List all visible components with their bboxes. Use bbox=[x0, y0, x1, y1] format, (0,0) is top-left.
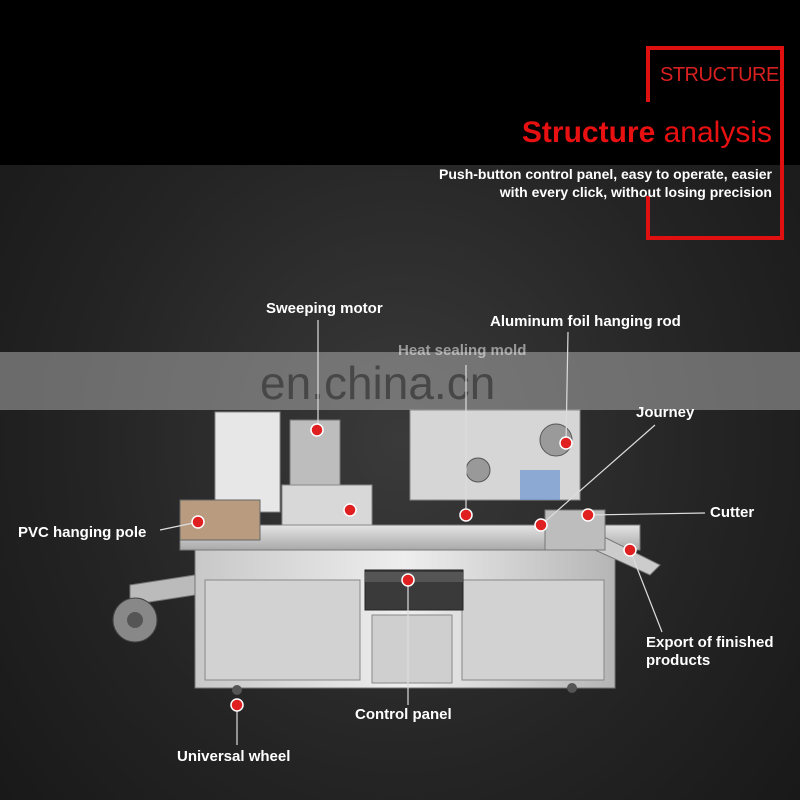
label-aluminum-foil-rod: Aluminum foil hanging rod bbox=[490, 313, 681, 330]
label-export-line-2: products bbox=[646, 652, 711, 669]
label-pvc-hanging-pole: PVC hanging pole bbox=[18, 524, 147, 541]
label-sweeping-motor: Sweeping motor bbox=[266, 300, 383, 317]
title-bold: Structure bbox=[521, 116, 656, 149]
header-band bbox=[0, 0, 800, 165]
marker-dot bbox=[623, 543, 637, 557]
leader-export bbox=[629, 549, 663, 633]
label-journey: Journey bbox=[636, 404, 695, 421]
marker-dot bbox=[534, 518, 548, 532]
marker-dot bbox=[230, 698, 244, 712]
leader-aluminum-rod bbox=[565, 331, 569, 444]
marker-dot bbox=[191, 515, 205, 529]
label-control-panel: Control panel bbox=[355, 706, 452, 723]
watermark-text: en.china.cn bbox=[260, 357, 496, 409]
page-title: Structure analysis bbox=[522, 116, 772, 150]
leader-cutter bbox=[587, 512, 706, 516]
leader-journey bbox=[540, 424, 656, 526]
subtitle: Push-button control panel, easy to opera… bbox=[412, 165, 772, 201]
marker-dot bbox=[343, 503, 357, 517]
marker-dot bbox=[559, 436, 573, 450]
subtitle-line-2: with every click, without losing precisi… bbox=[499, 184, 772, 200]
title-rest: analysis bbox=[663, 116, 772, 149]
label-universal-wheel: Universal wheel bbox=[177, 748, 291, 765]
section-kicker: STRUCTURE bbox=[660, 64, 779, 86]
label-export-line-1: Export of finished bbox=[646, 634, 774, 651]
subtitle-line-1: Push-button control panel, easy to opera… bbox=[439, 166, 772, 182]
marker-dot bbox=[401, 573, 415, 587]
marker-dot bbox=[310, 423, 324, 437]
marker-dot bbox=[459, 508, 473, 522]
red-frame bbox=[646, 46, 784, 240]
label-heat-sealing-mold: Heat sealing mold bbox=[398, 342, 527, 359]
watermark-band: en.china.cn bbox=[0, 352, 800, 410]
marker-dot bbox=[581, 508, 595, 522]
label-cutter: Cutter bbox=[710, 504, 755, 521]
